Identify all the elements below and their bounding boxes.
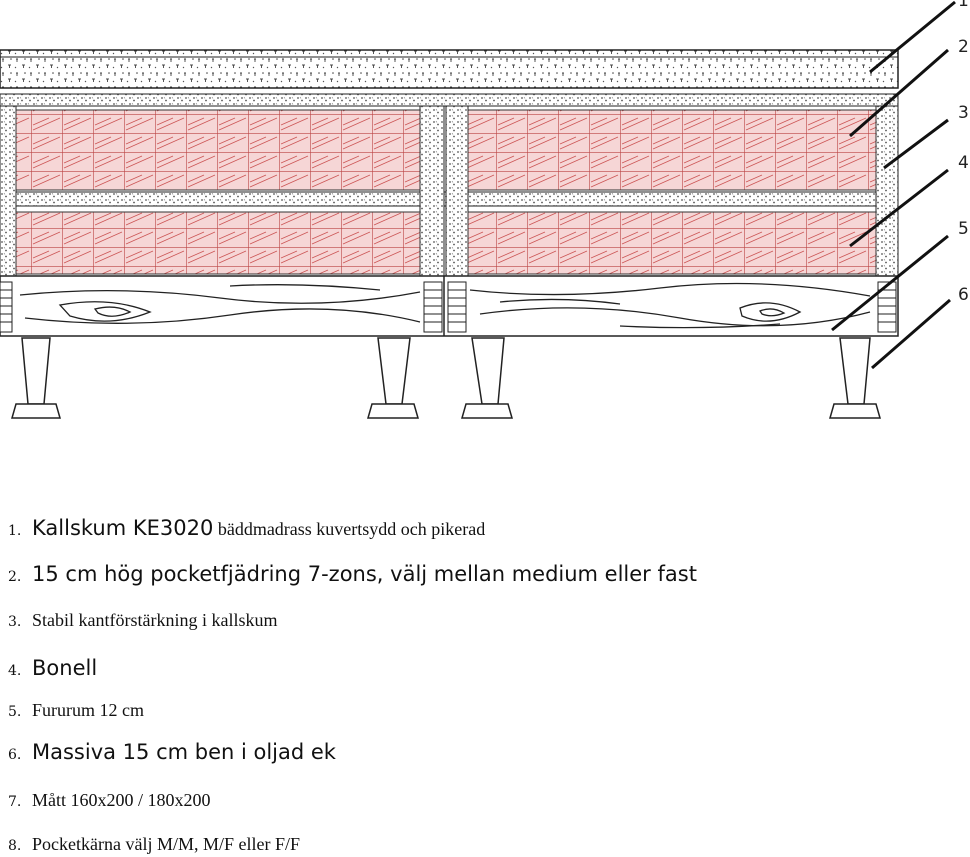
legend-item-2: 2. 15 cm hög pocketfjädring 7-zons, välj …	[8, 562, 697, 586]
legend-number: 3.	[8, 614, 22, 630]
legend-number: 6.	[8, 747, 22, 763]
legend-text: Massiva 15 cm ben i oljad ek	[32, 740, 336, 764]
legend-number: 2.	[8, 569, 22, 585]
legend-number: 4.	[8, 663, 22, 679]
legend-number: 1.	[8, 523, 22, 539]
legend-text: 15 cm hög pocketfjädring 7-zons, välj me…	[32, 562, 697, 586]
legend-item-4: 4. Bonell	[8, 656, 97, 680]
legend-item-1: 1. Kallskum KE3020 bäddmadrass kuvertsydd…	[8, 516, 485, 540]
wood-grain	[19, 282, 871, 329]
legs	[11, 337, 881, 419]
legend-number: 8.	[8, 838, 22, 854]
legend-item-3: 3. Stabil kantförstärkning i kallskum	[8, 610, 277, 631]
topper-layer	[0, 49, 899, 89]
legend-number: 5.	[8, 704, 22, 720]
callout-1: 1	[958, 0, 969, 11]
legend-item-7: 7. Mått 160x200 / 180x200	[8, 790, 211, 811]
callout-4: 4	[958, 153, 969, 173]
callout-3: 3	[958, 103, 969, 123]
legend-text: Pocketkärna välj M/M, M/F eller F/F	[32, 834, 300, 854]
legend-text: Bonell	[32, 656, 98, 680]
legend-text: Mått 160x200 / 180x200	[32, 790, 211, 810]
legend-item-8: 8. Pocketkärna välj M/M, M/F eller F/F	[8, 834, 300, 855]
legend-lead: Kallskum KE3020	[32, 516, 214, 540]
bed-cross-section-diagram: 1 2 3 4 5 6	[0, 0, 969, 419]
leg-3	[471, 337, 505, 405]
legend-rest: bäddmadrass kuvertsydd och pikerad	[213, 519, 486, 539]
callout-5: 5	[958, 219, 969, 239]
legend-text: Stabil kantförstärkning i kallskum	[32, 610, 278, 630]
edge-left	[0, 105, 17, 277]
foam-band-top	[0, 93, 899, 107]
edge-center-right	[445, 105, 469, 277]
frame-end-caps	[0, 281, 897, 333]
leg-4	[839, 337, 871, 405]
legend-item-6: 6. Massiva 15 cm ben i oljad ek	[8, 740, 336, 764]
legend-number: 7.	[8, 794, 22, 810]
callout-6: 6	[958, 285, 969, 305]
leg-1	[21, 337, 51, 405]
legend-item-5: 5. Fururum 12 cm	[8, 700, 144, 721]
bonell-springs-left	[15, 211, 421, 275]
callout-lines	[831, 0, 956, 370]
callout-2: 2	[958, 37, 969, 57]
edge-center-left	[419, 105, 445, 277]
edge-right	[875, 105, 899, 277]
pocket-springs-left	[15, 109, 421, 191]
pocket-springs-right	[467, 109, 877, 191]
bonell-springs-right	[467, 211, 877, 275]
legend-text: Fururum 12 cm	[32, 700, 144, 720]
leg-2	[377, 337, 411, 405]
